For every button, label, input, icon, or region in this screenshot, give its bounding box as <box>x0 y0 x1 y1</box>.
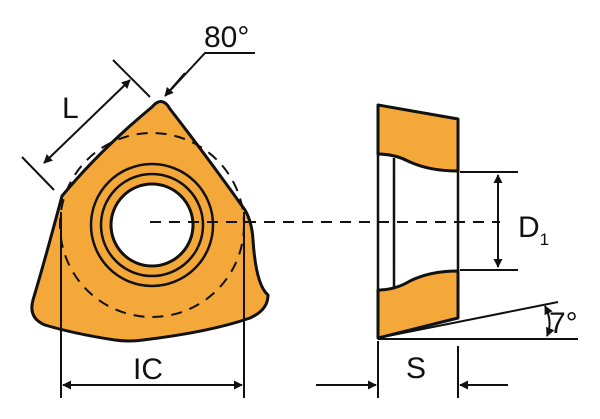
label-d1-main: D <box>518 211 540 244</box>
clearance-angle-arc <box>544 305 555 337</box>
label-angle-7: 7° <box>549 307 578 340</box>
side-body-lower <box>376 269 460 340</box>
angle-80-leader <box>166 52 255 95</box>
label-d1-sub: 1 <box>540 230 549 249</box>
label-s: S <box>406 352 426 385</box>
side-view <box>316 103 578 398</box>
clearance-flank-line <box>377 301 559 339</box>
label-d1: D1 <box>518 211 549 249</box>
label-l: L <box>62 92 79 125</box>
l-extension-upper <box>112 59 151 98</box>
side-body-upper <box>376 103 460 173</box>
top-view <box>21 52 270 398</box>
hole-chamfer-ring <box>99 172 205 278</box>
side-hole-profile <box>376 154 460 290</box>
l-extension-lower <box>21 156 55 191</box>
center-hole <box>109 182 195 268</box>
angle-80-arrow <box>164 72 186 97</box>
chip-breaker-ring <box>89 162 215 288</box>
label-ic: IC <box>133 353 163 386</box>
label-angle-80: 80° <box>204 21 249 54</box>
l-dimension-line <box>43 79 131 164</box>
